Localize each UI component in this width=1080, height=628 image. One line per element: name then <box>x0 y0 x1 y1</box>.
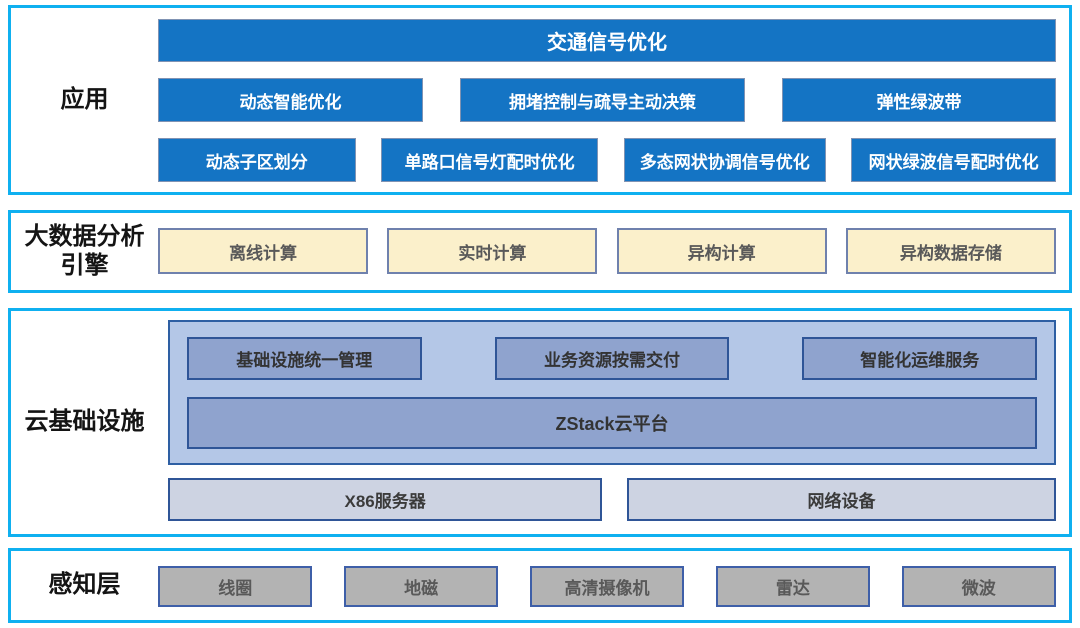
cloud-box-unified-infra-management: 基础设施统一管理 <box>187 337 422 380</box>
cloud-services-row: 基础设施统一管理 业务资源按需交付 智能化运维服务 <box>187 337 1037 380</box>
sensor-row: 线圈 地磁 高清摄像机 雷达 微波 <box>158 566 1056 607</box>
app-box-multi-mode-mesh-coordination: 多态网状协调信号优化 <box>623 138 826 182</box>
layer-bigdata-engine: 大数据分析 引擎 离线计算 实时计算 异构计算 异构数据存储 <box>8 210 1072 293</box>
app-box-congestion-control-decision: 拥堵控制与疏导主动决策 <box>459 78 746 122</box>
engine-box-offline-computing: 离线计算 <box>158 228 369 274</box>
layer-application-content: 交通信号优化 动态智能优化 拥堵控制与疏导主动决策 弹性绿波带 动态子区划分 单… <box>158 8 1056 192</box>
app-box-mesh-green-wave-timing: 网状绿波信号配时优化 <box>851 138 1056 182</box>
app-header-box: 交通信号优化 <box>158 19 1056 62</box>
layer-perception-label: 感知层 <box>48 571 121 599</box>
layer-application-label: 应用 <box>60 85 109 113</box>
layer-bigdata-engine-label: 大数据分析 引擎 <box>11 213 158 290</box>
cloud-box-zstack-platform: ZStack云平台 <box>187 397 1037 449</box>
cloud-hardware-row: X86服务器 网络设备 <box>168 478 1056 521</box>
hardware-box-network-equipment: 网络设备 <box>627 478 1056 521</box>
app-box-dynamic-intelligent-optimization: 动态智能优化 <box>158 78 423 122</box>
bigdata-label-line2: 引擎 <box>60 251 109 279</box>
layer-cloud-label: 云基础设施 <box>24 408 145 436</box>
engine-box-heterogeneous-storage: 异构数据存储 <box>845 228 1056 274</box>
bigdata-label-line1: 大数据分析 <box>24 222 145 250</box>
layer-perception-content: 线圈 地磁 高清摄像机 雷达 微波 <box>158 551 1056 620</box>
sensor-box-induction-loop: 线圈 <box>158 566 313 607</box>
cloud-platform-container: 基础设施统一管理 业务资源按需交付 智能化运维服务 ZStack云平台 <box>168 320 1056 465</box>
engine-box-heterogeneous-computing: 异构计算 <box>616 228 827 274</box>
app-row-1: 动态智能优化 拥堵控制与疏导主动决策 弹性绿波带 <box>158 78 1056 122</box>
sensor-box-radar: 雷达 <box>715 566 871 607</box>
app-row-2: 动态子区划分 单路口信号灯配时优化 多态网状协调信号优化 网状绿波信号配时优化 <box>158 138 1056 182</box>
layer-perception: 感知层 线圈 地磁 高清摄像机 雷达 微波 <box>8 548 1072 623</box>
sensor-box-microwave: 微波 <box>901 566 1056 607</box>
hardware-box-x86-servers: X86服务器 <box>168 478 603 521</box>
sensor-box-hd-camera: 高清摄像机 <box>529 566 685 607</box>
layer-bigdata-content: 离线计算 实时计算 异构计算 异构数据存储 <box>158 213 1056 290</box>
cloud-box-intelligent-ops-service: 智能化运维服务 <box>802 337 1037 380</box>
layer-cloud-infrastructure: 云基础设施 基础设施统一管理 业务资源按需交付 智能化运维服务 ZStack云平… <box>8 308 1072 537</box>
layer-application: 应用 交通信号优化 动态智能优化 拥堵控制与疏导主动决策 弹性绿波带 动态子区划… <box>8 5 1072 195</box>
app-box-single-intersection-timing: 单路口信号灯配时优化 <box>381 138 599 182</box>
cloud-box-on-demand-resource-delivery: 业务资源按需交付 <box>494 337 730 380</box>
app-box-elastic-green-wave: 弹性绿波带 <box>782 78 1056 122</box>
layer-cloud-content: 基础设施统一管理 业务资源按需交付 智能化运维服务 ZStack云平台 X86服… <box>168 311 1056 534</box>
engine-box-realtime-computing: 实时计算 <box>387 228 598 274</box>
sensor-box-geomagnetic: 地磁 <box>343 566 499 607</box>
app-box-dynamic-subzone: 动态子区划分 <box>158 138 356 182</box>
engine-row: 离线计算 实时计算 异构计算 异构数据存储 <box>158 228 1056 274</box>
